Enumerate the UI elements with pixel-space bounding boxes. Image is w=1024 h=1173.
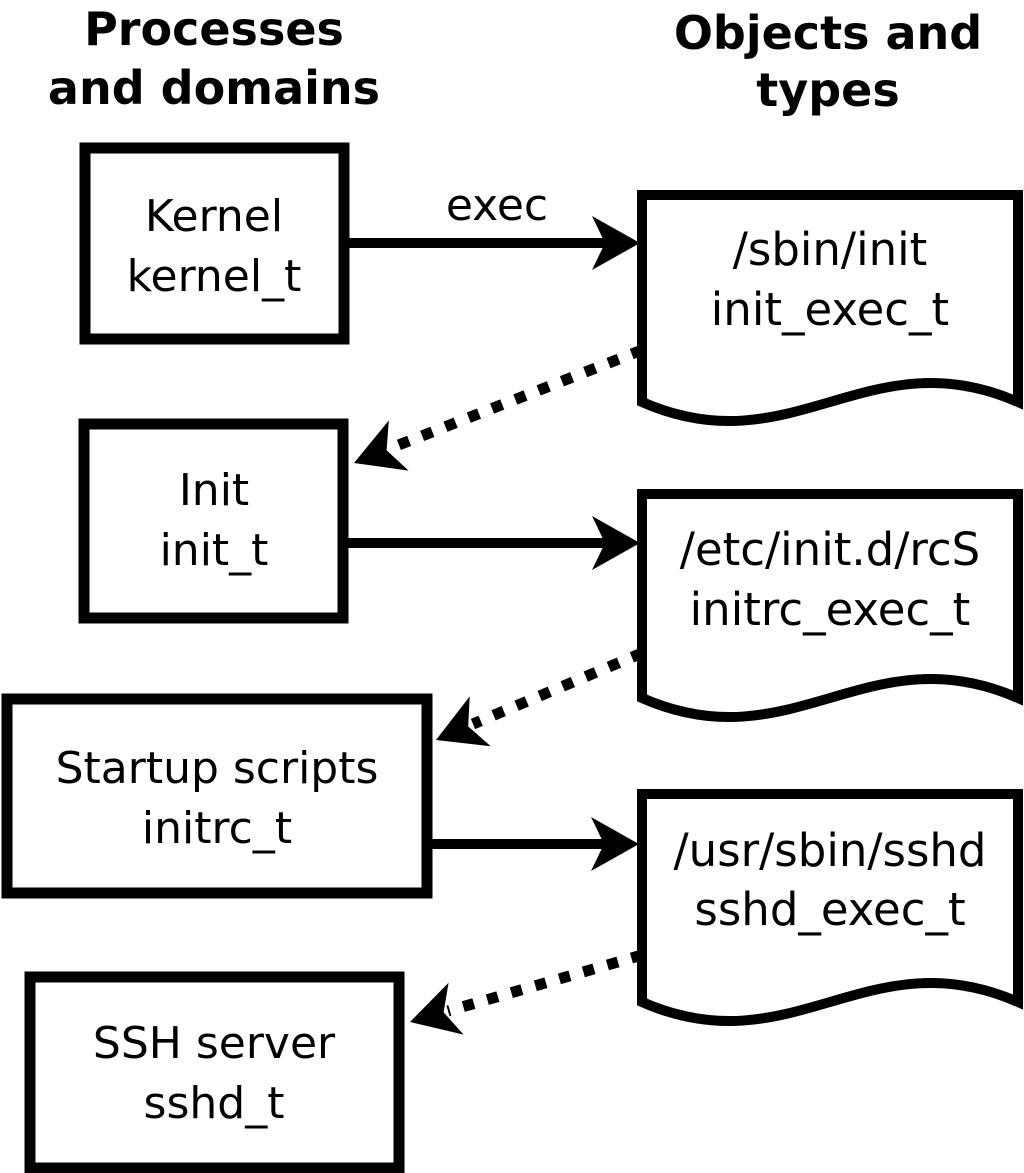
document-shape (637, 489, 1023, 722)
arrowhead-icon (354, 420, 409, 471)
process-type-label: initrc_t (142, 803, 292, 854)
process-node-kernel: Kernel kernel_t (79, 142, 350, 345)
dotted-arrow-sshd-exec-to-sshd (410, 949, 644, 1035)
arrow-shaft-dotted (470, 647, 645, 730)
process-box (78, 418, 349, 624)
dotted-arrow-init-exec-to-init (354, 344, 645, 471)
process-box (1, 693, 433, 899)
process-name-label: Init (179, 465, 249, 516)
object-type-label: init_exec_t (711, 283, 949, 336)
process-type-label: kernel_t (127, 251, 302, 302)
process-node-ssh-server: SSH server sshd_t (24, 971, 405, 1173)
dotted-arrow-initrc-exec-to-initrc (436, 647, 645, 747)
column-header-objects: Objects and types (674, 6, 982, 117)
document-shape (637, 190, 1023, 426)
object-path-label: /etc/init.d/rcS (680, 523, 980, 576)
arrowhead-icon (592, 516, 640, 570)
object-type-label: sshd_exec_t (694, 883, 965, 936)
solid-arrow-init-to-initrc-exec (348, 516, 640, 570)
process-node-init: Init init_t (78, 418, 349, 624)
process-box (79, 142, 350, 345)
object-type-label: initrc_exec_t (690, 583, 971, 636)
header-processes-line1: Processes (84, 2, 344, 56)
solid-arrow-initrc-to-sshd-exec (430, 817, 639, 871)
process-name-label: Startup scripts (56, 743, 379, 794)
object-path-label: /usr/sbin/sshd (674, 824, 987, 877)
solid-arrow-kernel-to-init-exec: exec (349, 180, 640, 270)
document-shape (637, 789, 1023, 1026)
column-header-processes: Processes and domains (48, 2, 380, 115)
process-node-startup-scripts: Startup scripts initrc_t (1, 693, 433, 899)
object-node-sbin-init: /sbin/init init_exec_t (637, 190, 1023, 426)
process-box (24, 971, 405, 1173)
header-processes-line2: and domains (48, 61, 380, 115)
process-type-label: init_t (160, 525, 269, 576)
object-path-label: /sbin/init (733, 223, 928, 276)
arrowhead-icon (436, 696, 491, 747)
object-node-usr-sbin-sshd: /usr/sbin/sshd sshd_exec_t (637, 789, 1023, 1026)
arrow-shaft-dotted (388, 344, 645, 454)
arrowhead-icon (410, 982, 464, 1035)
exec-edge-label: exec (446, 180, 548, 231)
object-node-etc-initd-rcs: /etc/init.d/rcS initrc_exec_t (637, 489, 1023, 722)
arrowhead-icon (592, 216, 640, 270)
process-name-label: Kernel (145, 191, 283, 242)
arrowhead-icon (591, 817, 639, 871)
header-objects-line1: Objects and (674, 6, 982, 60)
header-objects-line2: types (756, 63, 899, 117)
arrow-shaft-dotted (446, 949, 644, 1017)
process-type-label: sshd_t (144, 1078, 285, 1129)
process-name-label: SSH server (93, 1018, 336, 1069)
